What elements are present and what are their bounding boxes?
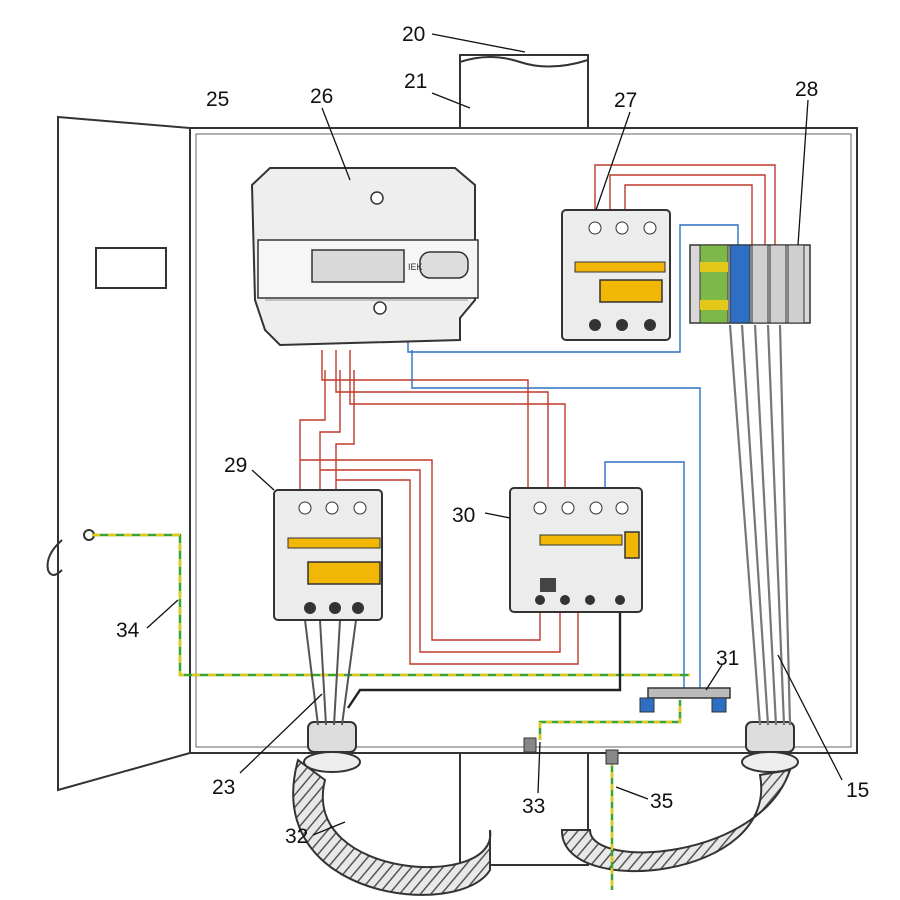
bottom-conduits xyxy=(292,721,799,896)
callout-25: 25 xyxy=(206,88,230,111)
meter-brand: IEK xyxy=(408,262,423,272)
circuit-breaker-27 xyxy=(561,209,671,341)
earth-bolt xyxy=(523,737,619,765)
callout-23: 23 xyxy=(212,776,236,799)
callout-34: 34 xyxy=(116,619,140,642)
rcd-lever xyxy=(624,531,640,559)
earth-wires xyxy=(92,533,690,890)
electricity-meter: IEK xyxy=(250,167,479,347)
callout-32: 32 xyxy=(285,825,309,848)
phase-wires xyxy=(299,164,776,665)
callout-35: 35 xyxy=(650,790,674,813)
door-window xyxy=(95,247,167,289)
flexible-conduit-left xyxy=(292,758,492,896)
neutral-wires xyxy=(407,224,739,690)
door-handle xyxy=(46,539,63,576)
riser-pipe xyxy=(459,54,589,129)
meter-display xyxy=(311,249,405,283)
callout-15: 15 xyxy=(846,779,870,802)
callout-26: 26 xyxy=(310,85,334,108)
terminal-block xyxy=(689,244,811,324)
breaker-handle xyxy=(599,279,663,303)
residual-current-device xyxy=(509,487,643,613)
callout-31: 31 xyxy=(716,647,740,670)
breaker-handle xyxy=(307,561,381,585)
neutral-bus xyxy=(639,687,731,713)
callout-28: 28 xyxy=(795,78,819,101)
callout-29: 29 xyxy=(224,454,248,477)
circuit-breaker-29 xyxy=(273,489,383,621)
callout-33: 33 xyxy=(522,795,546,818)
callout-30: 30 xyxy=(452,504,476,527)
callout-20: 20 xyxy=(402,23,426,46)
breaker-output-cables xyxy=(304,600,622,726)
callout-27: 27 xyxy=(614,89,638,112)
enclosure-door xyxy=(46,115,191,792)
outgoing-cable-bundle xyxy=(728,324,792,726)
leader-lines xyxy=(146,33,843,836)
callout-21: 21 xyxy=(404,70,428,93)
flexible-conduit-right xyxy=(560,768,792,873)
